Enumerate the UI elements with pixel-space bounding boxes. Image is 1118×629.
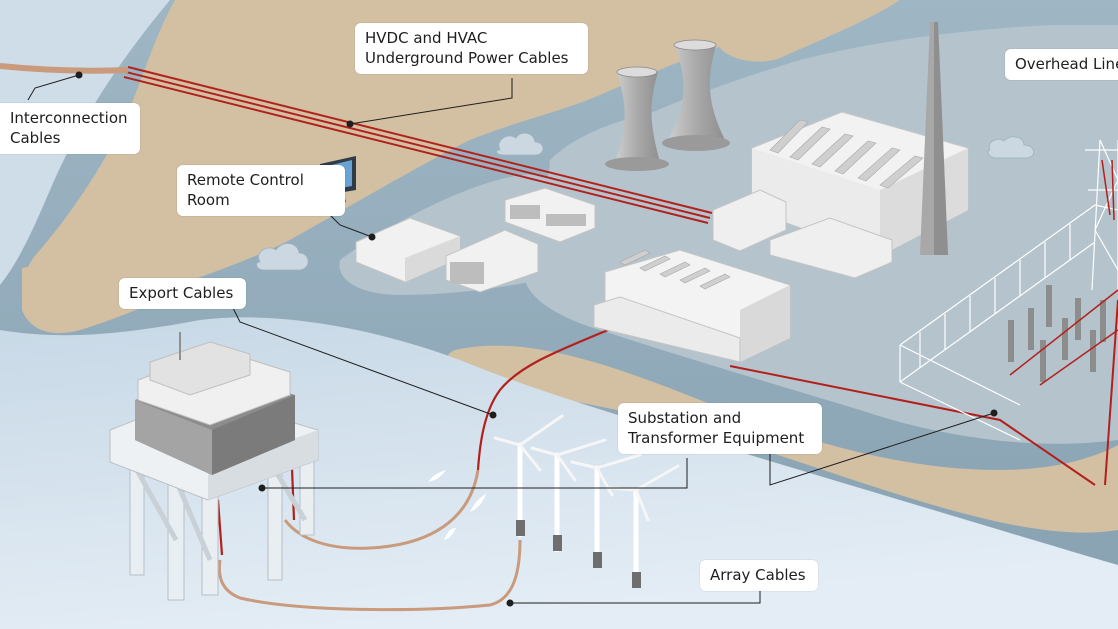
hvdc-cable: [123, 66, 713, 224]
label-hvdc-hvac-cables: HVDC and HVAC Underground Power Cables: [355, 23, 588, 74]
wind-turbines: [493, 414, 680, 588]
leader-lines: [27, 74, 995, 604]
control-room-buildings: [355, 187, 596, 293]
interconnection-cable: [0, 63, 129, 74]
export-cable-seabed: [283, 469, 480, 550]
shore-substation-building: [593, 249, 791, 363]
offshore-platform: [109, 332, 319, 601]
array-cable: [217, 539, 522, 612]
cloud-icon: [256, 132, 1035, 271]
leader-dots: [75, 71, 998, 607]
label-array-cables: Array Cables: [700, 560, 818, 591]
label-overhead-line: Overhead Line: [1005, 49, 1118, 80]
substation-yard: [899, 204, 1118, 441]
cooling-towers: [605, 39, 730, 171]
label-export-cables: Export Cables: [119, 278, 246, 309]
platform-riser-cable: [216, 499, 224, 556]
overhead-line-cable: [1101, 159, 1115, 221]
power-plant-building: [712, 22, 969, 279]
substation-internal-cable: [1009, 289, 1118, 386]
bird-icon: [428, 470, 486, 540]
land-strip-top-right: [700, 0, 900, 62]
coastal-land: [24, 0, 861, 320]
substation-cable: [729, 365, 1096, 486]
label-interconnection-cables: Interconnection Cables: [0, 103, 140, 154]
transformer-equipment: [1008, 285, 1106, 382]
label-substation-transformer: Substation and Transformer Equipment: [618, 403, 822, 454]
platform-riser-cable-2: [290, 467, 296, 521]
export-cable-shore: [476, 328, 609, 471]
label-remote-control-room: Remote Control Room: [177, 165, 345, 216]
